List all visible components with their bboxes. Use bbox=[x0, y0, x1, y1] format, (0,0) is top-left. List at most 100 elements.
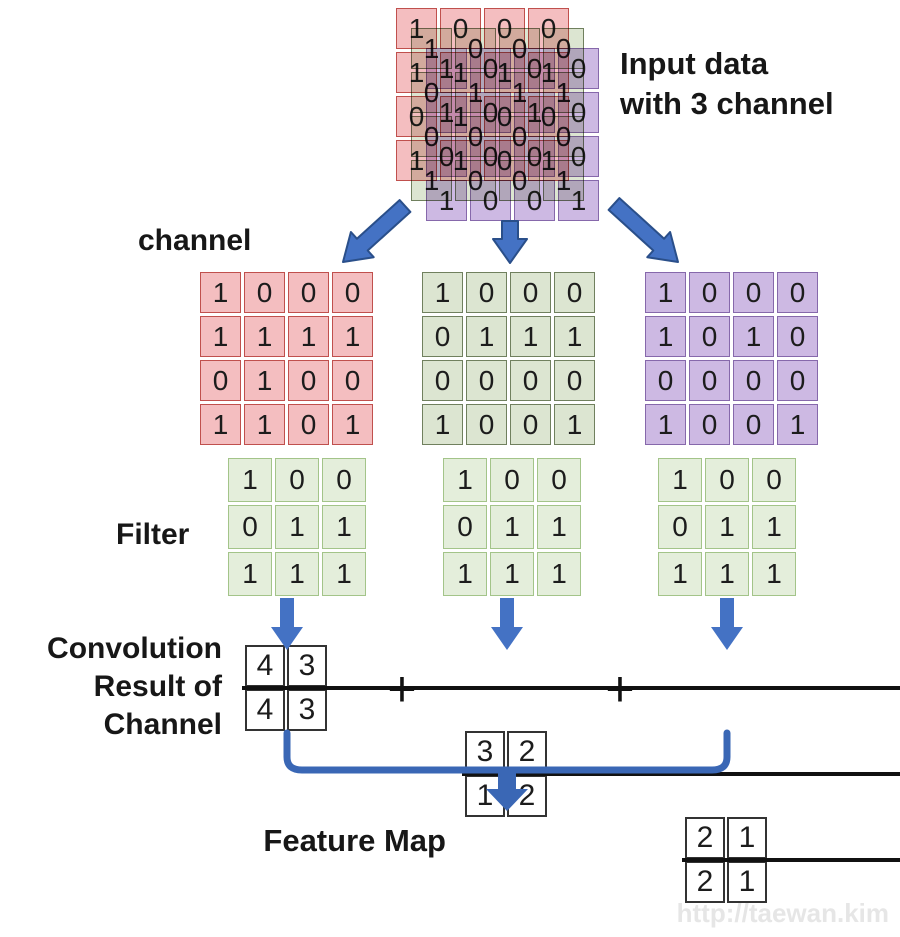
matrix-cell: 1 bbox=[422, 272, 463, 313]
matrix-cell: 1 bbox=[443, 552, 487, 596]
matrix-cell: 0 bbox=[470, 92, 511, 133]
matrix-cell: 1 bbox=[645, 404, 686, 445]
filter-label: Filter bbox=[116, 518, 190, 551]
matrix-cell: 4 bbox=[245, 645, 285, 687]
matrix-cell: 0 bbox=[558, 136, 599, 177]
matrix-cell: 1 bbox=[752, 505, 796, 549]
matrix-cell: 0 bbox=[228, 505, 272, 549]
matrix-cell: 1 bbox=[426, 92, 467, 133]
matrix-cell: 0 bbox=[554, 360, 595, 401]
matrix-cell: 1 bbox=[322, 552, 366, 596]
matrix-cell: 0 bbox=[514, 48, 555, 89]
matrix-cell: 0 bbox=[554, 272, 595, 313]
matrix-cell: 0 bbox=[777, 360, 818, 401]
matrix-cell: 0 bbox=[275, 458, 319, 502]
matrix-cell: 2 bbox=[685, 861, 725, 903]
matrix-cell: 3 bbox=[287, 645, 327, 687]
matrix-cell: 0 bbox=[288, 360, 329, 401]
matrix-cell: 3 bbox=[287, 689, 327, 731]
matrix-cell: 0 bbox=[466, 360, 507, 401]
matrix-cell: 0 bbox=[490, 458, 534, 502]
matrix-cell: 1 bbox=[733, 316, 774, 357]
matrix-cell: 1 bbox=[727, 861, 767, 903]
matrix-cell: 1 bbox=[200, 316, 241, 357]
matrix-cell: 0 bbox=[470, 180, 511, 221]
matrix-cell: 1 bbox=[514, 92, 555, 133]
matrix-cell: 0 bbox=[510, 272, 551, 313]
matrix-cell: 0 bbox=[426, 136, 467, 177]
matrix-cell: 1 bbox=[727, 817, 767, 859]
matrix-cell: 1 bbox=[426, 48, 467, 89]
matrix-cell: 1 bbox=[645, 272, 686, 313]
matrix-cell: 1 bbox=[554, 404, 595, 445]
matrix-cell: 0 bbox=[510, 404, 551, 445]
input-to-red-channel-arrow bbox=[342, 199, 412, 263]
matrix-cell: 1 bbox=[422, 404, 463, 445]
matrix-cell: 1 bbox=[465, 775, 505, 817]
matrix-cell: 1 bbox=[705, 552, 749, 596]
matrix-cell: 0 bbox=[332, 360, 373, 401]
matrix-cell: 1 bbox=[537, 552, 581, 596]
matrix-cell: 1 bbox=[275, 552, 319, 596]
convolution-result-label-line1: Convolution bbox=[47, 632, 222, 665]
filter1-to-result1-arrow bbox=[271, 598, 303, 650]
matrix-cell: 2 bbox=[685, 817, 725, 859]
matrix-cell: 1 bbox=[322, 505, 366, 549]
matrix-cell: 1 bbox=[466, 316, 507, 357]
matrix-cell: 1 bbox=[537, 505, 581, 549]
matrix-cell: 0 bbox=[558, 48, 599, 89]
matrix-cell: 0 bbox=[705, 458, 749, 502]
matrix-cell: 3 bbox=[465, 731, 505, 773]
matrix-cell: 0 bbox=[244, 272, 285, 313]
matrix-cell: 2 bbox=[507, 775, 547, 817]
matrix-cell: 1 bbox=[777, 404, 818, 445]
matrix-cell: 0 bbox=[443, 505, 487, 549]
convolution-result-label-line3: Channel bbox=[103, 708, 222, 741]
convolution-result-label: Convolution Result of Channel bbox=[0, 630, 222, 744]
matrix-cell: 1 bbox=[332, 404, 373, 445]
matrix-cell: 1 bbox=[645, 316, 686, 357]
plus-sign-1: + bbox=[387, 661, 417, 717]
matrix-cell: 1 bbox=[752, 552, 796, 596]
input-to-green-channel-arrow bbox=[492, 220, 528, 264]
filter2-to-result2-arrow bbox=[491, 598, 523, 650]
matrix-cell: 1 bbox=[288, 316, 329, 357]
channel-label: channel bbox=[138, 224, 252, 257]
convolution-result-label-line2: Result of bbox=[93, 670, 222, 703]
matrix-cell: 0 bbox=[288, 404, 329, 445]
input-data-label: Input data with 3 channel bbox=[620, 44, 834, 124]
matrix-cell: 0 bbox=[514, 180, 555, 221]
matrix-cell: 0 bbox=[777, 316, 818, 357]
matrix-cell: 0 bbox=[689, 272, 730, 313]
matrix-cell: 1 bbox=[228, 552, 272, 596]
matrix-cell: 1 bbox=[228, 458, 272, 502]
matrix-cell: 1 bbox=[490, 505, 534, 549]
input-data-label-line2: with 3 channel bbox=[620, 86, 834, 121]
matrix-cell: 1 bbox=[658, 552, 702, 596]
matrix-cell: 0 bbox=[733, 272, 774, 313]
matrix-cell: 1 bbox=[658, 458, 702, 502]
matrix-cell: 0 bbox=[322, 458, 366, 502]
matrix-cell: 4 bbox=[245, 689, 285, 731]
matrix-cell: 1 bbox=[244, 316, 285, 357]
matrix-cell: 0 bbox=[777, 272, 818, 313]
matrix-cell: 1 bbox=[510, 316, 551, 357]
feature-map-label: Feature Map bbox=[263, 823, 446, 858]
matrix-cell: 0 bbox=[537, 458, 581, 502]
matrix-cell: 0 bbox=[658, 505, 702, 549]
matrix-cell: 1 bbox=[332, 316, 373, 357]
matrix-cell: 0 bbox=[470, 48, 511, 89]
matrix-cell: 0 bbox=[558, 92, 599, 133]
plus-sign-2: + bbox=[605, 661, 635, 717]
matrix-cell: 0 bbox=[470, 136, 511, 177]
matrix-cell: 0 bbox=[733, 360, 774, 401]
matrix-cell: 1 bbox=[490, 552, 534, 596]
